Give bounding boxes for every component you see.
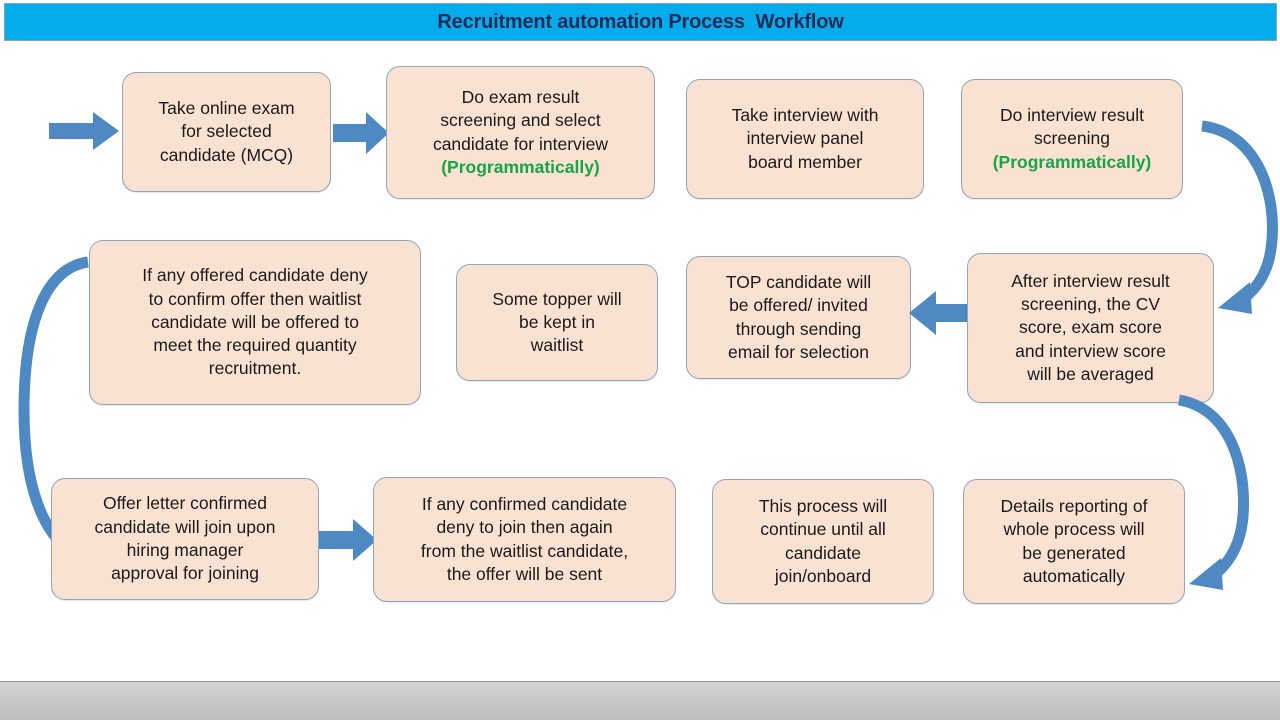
exam-to-screening-arrow: [333, 111, 389, 155]
node-offer-letter-join[interactable]: Offer letter confirmed candidate will jo…: [51, 478, 319, 600]
node-take-interview-label: Take interview with interview panel boar…: [731, 105, 879, 172]
node-score-average[interactable]: After interview result screening, the CV…: [967, 253, 1214, 403]
node-exam-result-screening[interactable]: Do exam result screening and select cand…: [386, 66, 655, 199]
node-score-average-label: After interview result screening, the CV…: [1011, 270, 1170, 384]
node-deny-to-join-label: If any confirmed candidate deny to join …: [420, 493, 629, 584]
page-title: Recruitment automation Process Workflow: [437, 10, 844, 33]
node-process-continue[interactable]: This process will continue until all can…: [712, 479, 934, 604]
node-deny-to-join[interactable]: If any confirmed candidate deny to join …: [373, 477, 676, 602]
offer-to-deny-arrow: [319, 518, 377, 562]
node-topper-waitlist-label: Some topper will be kept in waitlist: [492, 288, 622, 356]
node-exam-result-screening-label: Do exam result screening and select cand…: [432, 86, 609, 154]
screening-to-top-arrow: [909, 289, 971, 337]
title-banner: Recruitment automation Process Workflow: [4, 3, 1277, 41]
node-waitlist-offer-label: If any offered candidate deny to confirm…: [142, 265, 368, 379]
node-take-online-exam-label: Take online exam for selected candidate …: [158, 98, 295, 165]
node-details-reporting-label: Details reporting of whole process will …: [1000, 495, 1148, 586]
node-exam-result-screening-note: (Programmatically): [441, 156, 600, 177]
node-take-online-exam[interactable]: Take online exam for selected candidate …: [122, 72, 331, 192]
bottom-status-bar: [0, 681, 1280, 720]
row2-to-row3-right-curve: [1155, 392, 1275, 602]
node-interview-result-screening[interactable]: Do interview result screening (Programma…: [961, 79, 1183, 199]
node-process-continue-label: This process will continue until all can…: [758, 495, 888, 586]
node-topper-waitlist[interactable]: Some topper will be kept in waitlist: [456, 264, 658, 381]
node-interview-result-screening-label: Do interview result screening: [1000, 105, 1144, 149]
node-top-candidate-offer[interactable]: TOP candidate will be offered/ invited t…: [686, 256, 911, 379]
row1-to-row2-curve: [1180, 118, 1280, 328]
entry-arrow: [49, 110, 119, 152]
node-interview-result-screening-note: (Programmatically): [992, 151, 1152, 172]
node-offer-letter-join-label: Offer letter confirmed candidate will jo…: [94, 493, 276, 584]
node-top-candidate-offer-label: TOP candidate will be offered/ invited t…: [725, 271, 872, 362]
node-waitlist-offer[interactable]: If any offered candidate deny to confirm…: [89, 240, 421, 405]
node-details-reporting[interactable]: Details reporting of whole process will …: [963, 479, 1185, 604]
node-take-interview[interactable]: Take interview with interview panel boar…: [686, 79, 924, 199]
